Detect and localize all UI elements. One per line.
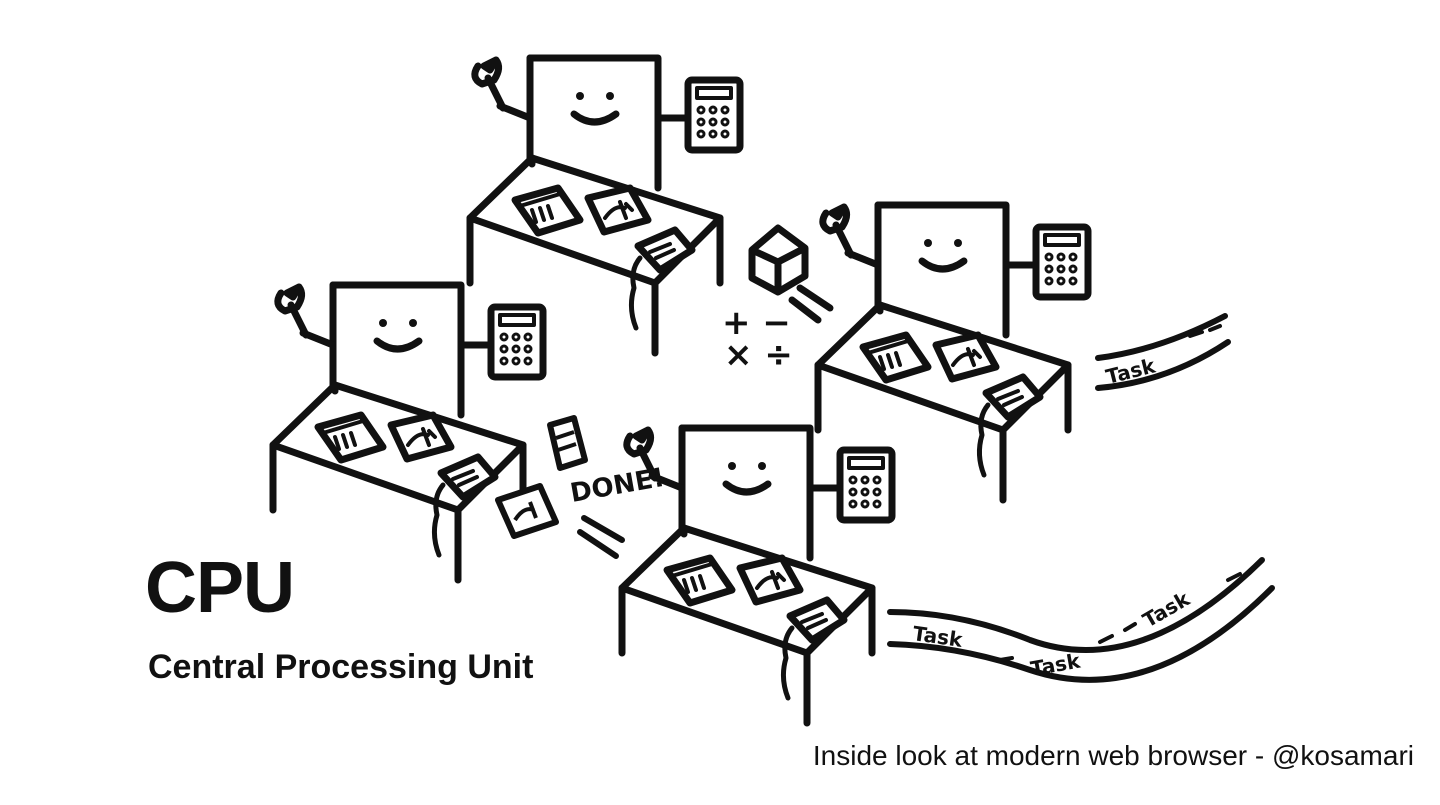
task-road-right [1095,313,1231,391]
task-label-front-2: Task [1029,649,1083,681]
slide-credit: Inside look at modern web browser - @kos… [812,740,1414,771]
slide-title: CPU [145,548,295,628]
done-label: DONE! [568,463,667,509]
task-road-front [887,557,1275,683]
worker-left [273,285,543,580]
operators-bottom: × ÷ [724,335,793,375]
slide-subtitle: Central Processing Unit [148,648,534,686]
task-label-front-3: Task [1139,586,1195,632]
box-icon [547,415,588,471]
operators-top: + − [722,303,791,343]
worker-right [818,205,1088,500]
cube-icon [748,224,834,324]
photo-done-icon [495,483,559,539]
